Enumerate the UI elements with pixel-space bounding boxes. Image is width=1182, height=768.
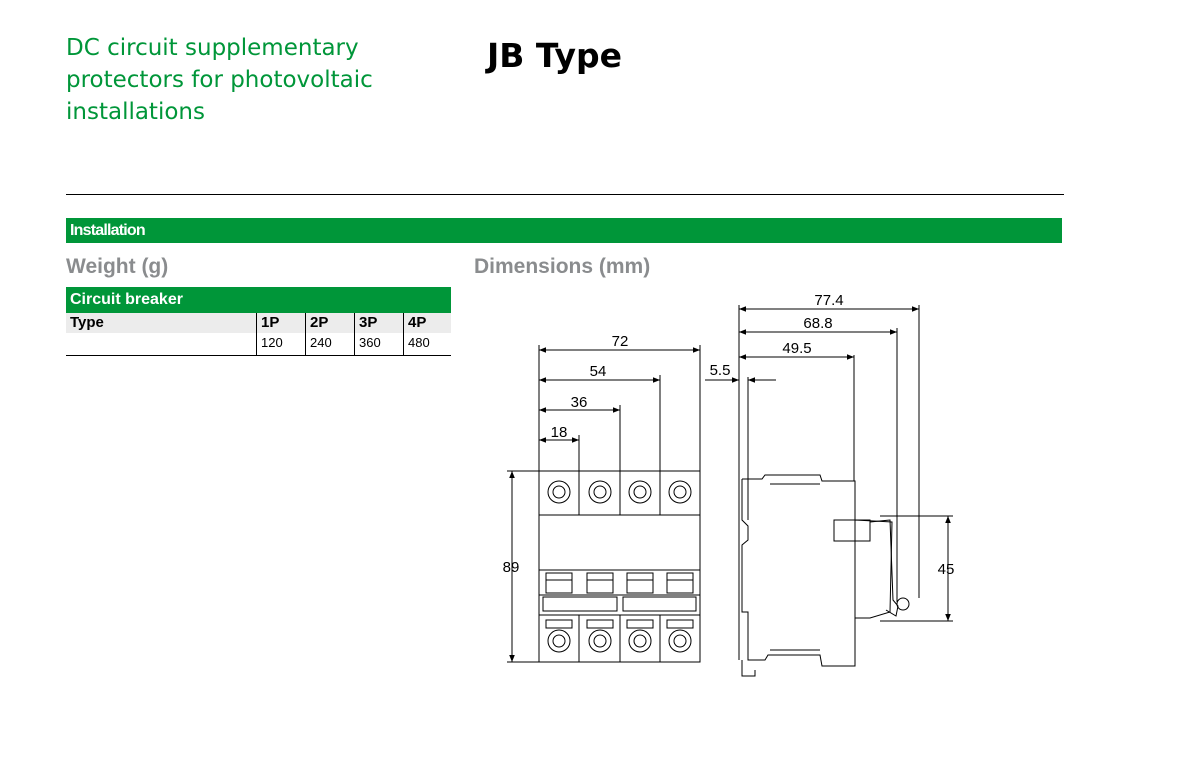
type-1p: 1P: [256, 313, 305, 333]
product-family-subtitle: DC circuit supplementary protectors for …: [66, 35, 373, 125]
weight-table-type-row: Type 1P 2P 3P 4P: [66, 313, 451, 333]
weight-heading: Weight (g): [66, 255, 169, 278]
front-view: [538, 470, 701, 663]
dimensions-heading: Dimensions (mm): [474, 255, 651, 278]
weight-table-header: Circuit breaker: [66, 287, 451, 313]
weight-table-bottom-rule: [66, 355, 451, 356]
dim-height-89: 89: [503, 559, 520, 576]
toggle-handles: [542, 572, 697, 629]
section-band-installation: Installation: [66, 218, 1062, 243]
weight-3p: 360: [354, 333, 403, 355]
dim-height-45: 45: [938, 561, 955, 578]
dim-depth-68-8: 68.8: [803, 315, 832, 332]
weight-1p: 120: [256, 333, 305, 355]
weight-table: Circuit breaker Type 1P 2P 3P 4P 120 240…: [66, 287, 451, 356]
side-dimensions: [705, 305, 953, 660]
side-view: [741, 474, 910, 677]
weight-table-value-row: 120 240 360 480: [66, 333, 451, 355]
type-3p: 3P: [354, 313, 403, 333]
header-divider: [66, 194, 1064, 195]
dim-depth-5-5: 5.5: [710, 362, 731, 379]
dim-width-36: 36: [571, 394, 588, 411]
weight-2p: 240: [305, 333, 354, 355]
front-dimensions: [507, 345, 701, 663]
type-2p: 2P: [305, 313, 354, 333]
weight-4p: 480: [403, 333, 451, 355]
top-terminal-screws: [547, 480, 692, 504]
type-4p: 4P: [403, 313, 451, 333]
page-title: JB Type: [487, 36, 623, 75]
dim-depth-77-4: 77.4: [814, 292, 843, 309]
bottom-terminal-screws: [547, 629, 692, 653]
dim-depth-49-5: 49.5: [782, 340, 811, 357]
type-label: Type: [70, 314, 104, 331]
dim-width-72: 72: [612, 333, 629, 350]
dim-width-54: 54: [590, 363, 607, 380]
dim-width-18: 18: [551, 424, 568, 441]
